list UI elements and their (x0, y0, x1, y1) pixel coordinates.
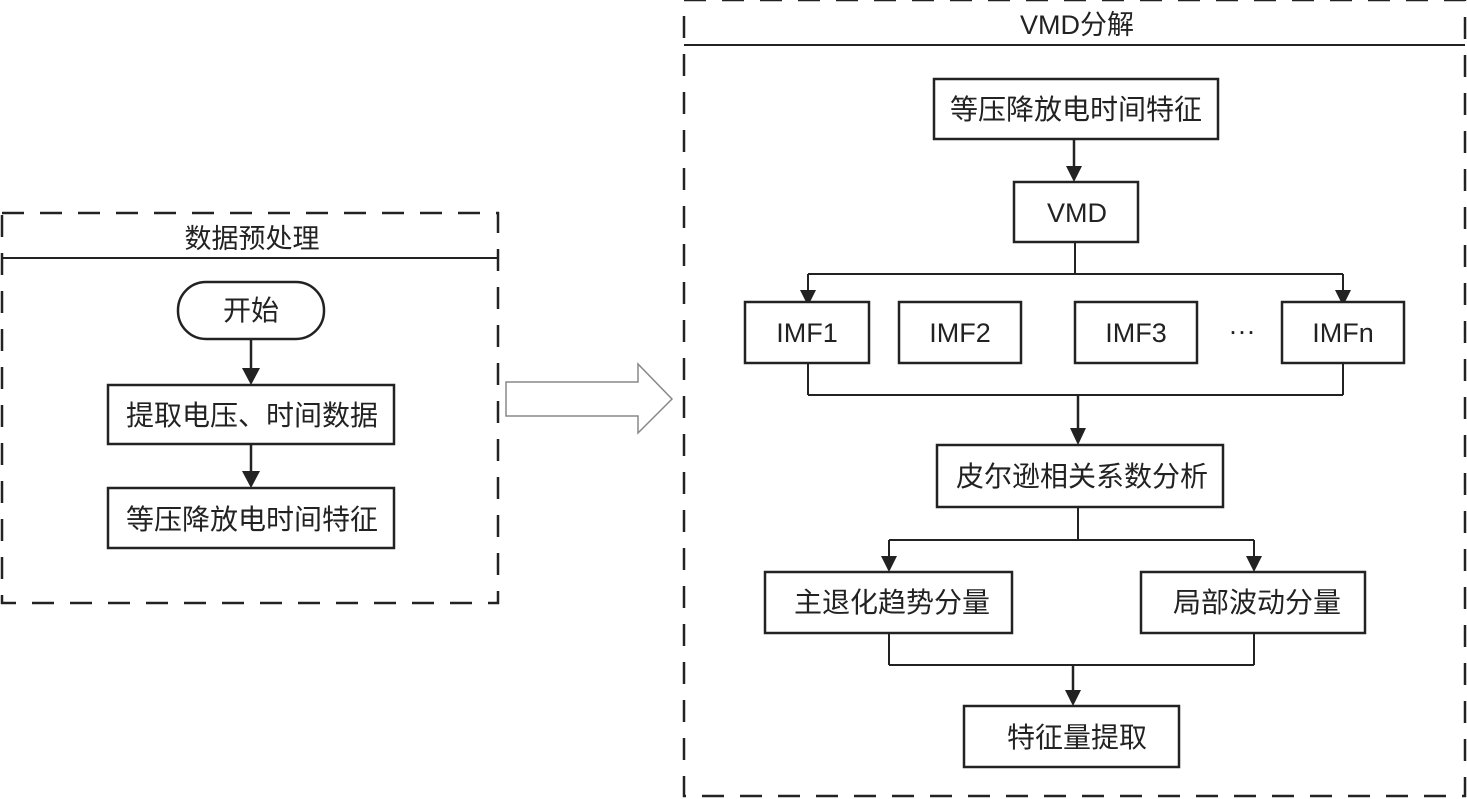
discharge-feature-node (106, 486, 396, 550)
feature-extraction-label: 特征量提取 (1007, 721, 1147, 754)
preprocess-panel: 数据预处理 开始 提取电压、时间数据 等压降放电时间特征 (0, 211, 500, 605)
vmd-panel: VMD分解 等压降放电时间特征 VMD IMF1 IMF2 IMF3 ··· I… (682, 0, 1467, 798)
local-fluctuation-label: 局部波动分量 (1173, 586, 1341, 619)
feature-extraction-node (962, 704, 1181, 769)
vmd-node (1012, 180, 1140, 244)
start-node-label: 开始 (223, 294, 279, 327)
extract-data-label: 提取电压、时间数据 (126, 399, 378, 432)
vmd-panel-border (682, 0, 1467, 798)
vmd-input-label: 等压降放电时间特征 (950, 93, 1202, 126)
imfn-label: IMFn (1312, 318, 1374, 348)
discharge-feature-label: 等压降放电时间特征 (126, 503, 378, 536)
imfn-node (1280, 300, 1406, 365)
main-trend-node (763, 570, 1014, 635)
imf3-node (1073, 300, 1199, 365)
arrowhead-icon (1070, 428, 1086, 445)
arrowhead-icon (881, 556, 897, 572)
arrowhead-icon (1065, 690, 1081, 706)
imf1-label: IMF1 (776, 318, 838, 348)
preprocess-panel-border (0, 211, 500, 605)
flow-arrow-icon (505, 362, 674, 435)
imf2-node (897, 300, 1023, 365)
arrowhead-icon (242, 368, 260, 385)
imf-ellipsis: ··· (1229, 316, 1256, 346)
vmd-node-label: VMD (1047, 198, 1107, 228)
pearson-node (935, 443, 1225, 509)
arrowhead-icon (800, 290, 816, 306)
main-trend-label: 主退化趋势分量 (794, 586, 990, 619)
preprocess-panel-title: 数据预处理 (185, 224, 320, 255)
arrowhead-icon (1246, 556, 1262, 572)
arrowhead-icon (242, 471, 260, 488)
arrowhead-icon (1066, 166, 1082, 182)
vmd-input-node (932, 77, 1220, 141)
imf3-label: IMF3 (1105, 318, 1167, 348)
imf2-label: IMF2 (929, 318, 991, 348)
pearson-label: 皮尔逊相关系数分析 (956, 460, 1208, 493)
arrowhead-icon (1335, 290, 1351, 306)
vmd-panel-title: VMD分解 (1020, 10, 1134, 40)
imf1-node (743, 300, 871, 365)
